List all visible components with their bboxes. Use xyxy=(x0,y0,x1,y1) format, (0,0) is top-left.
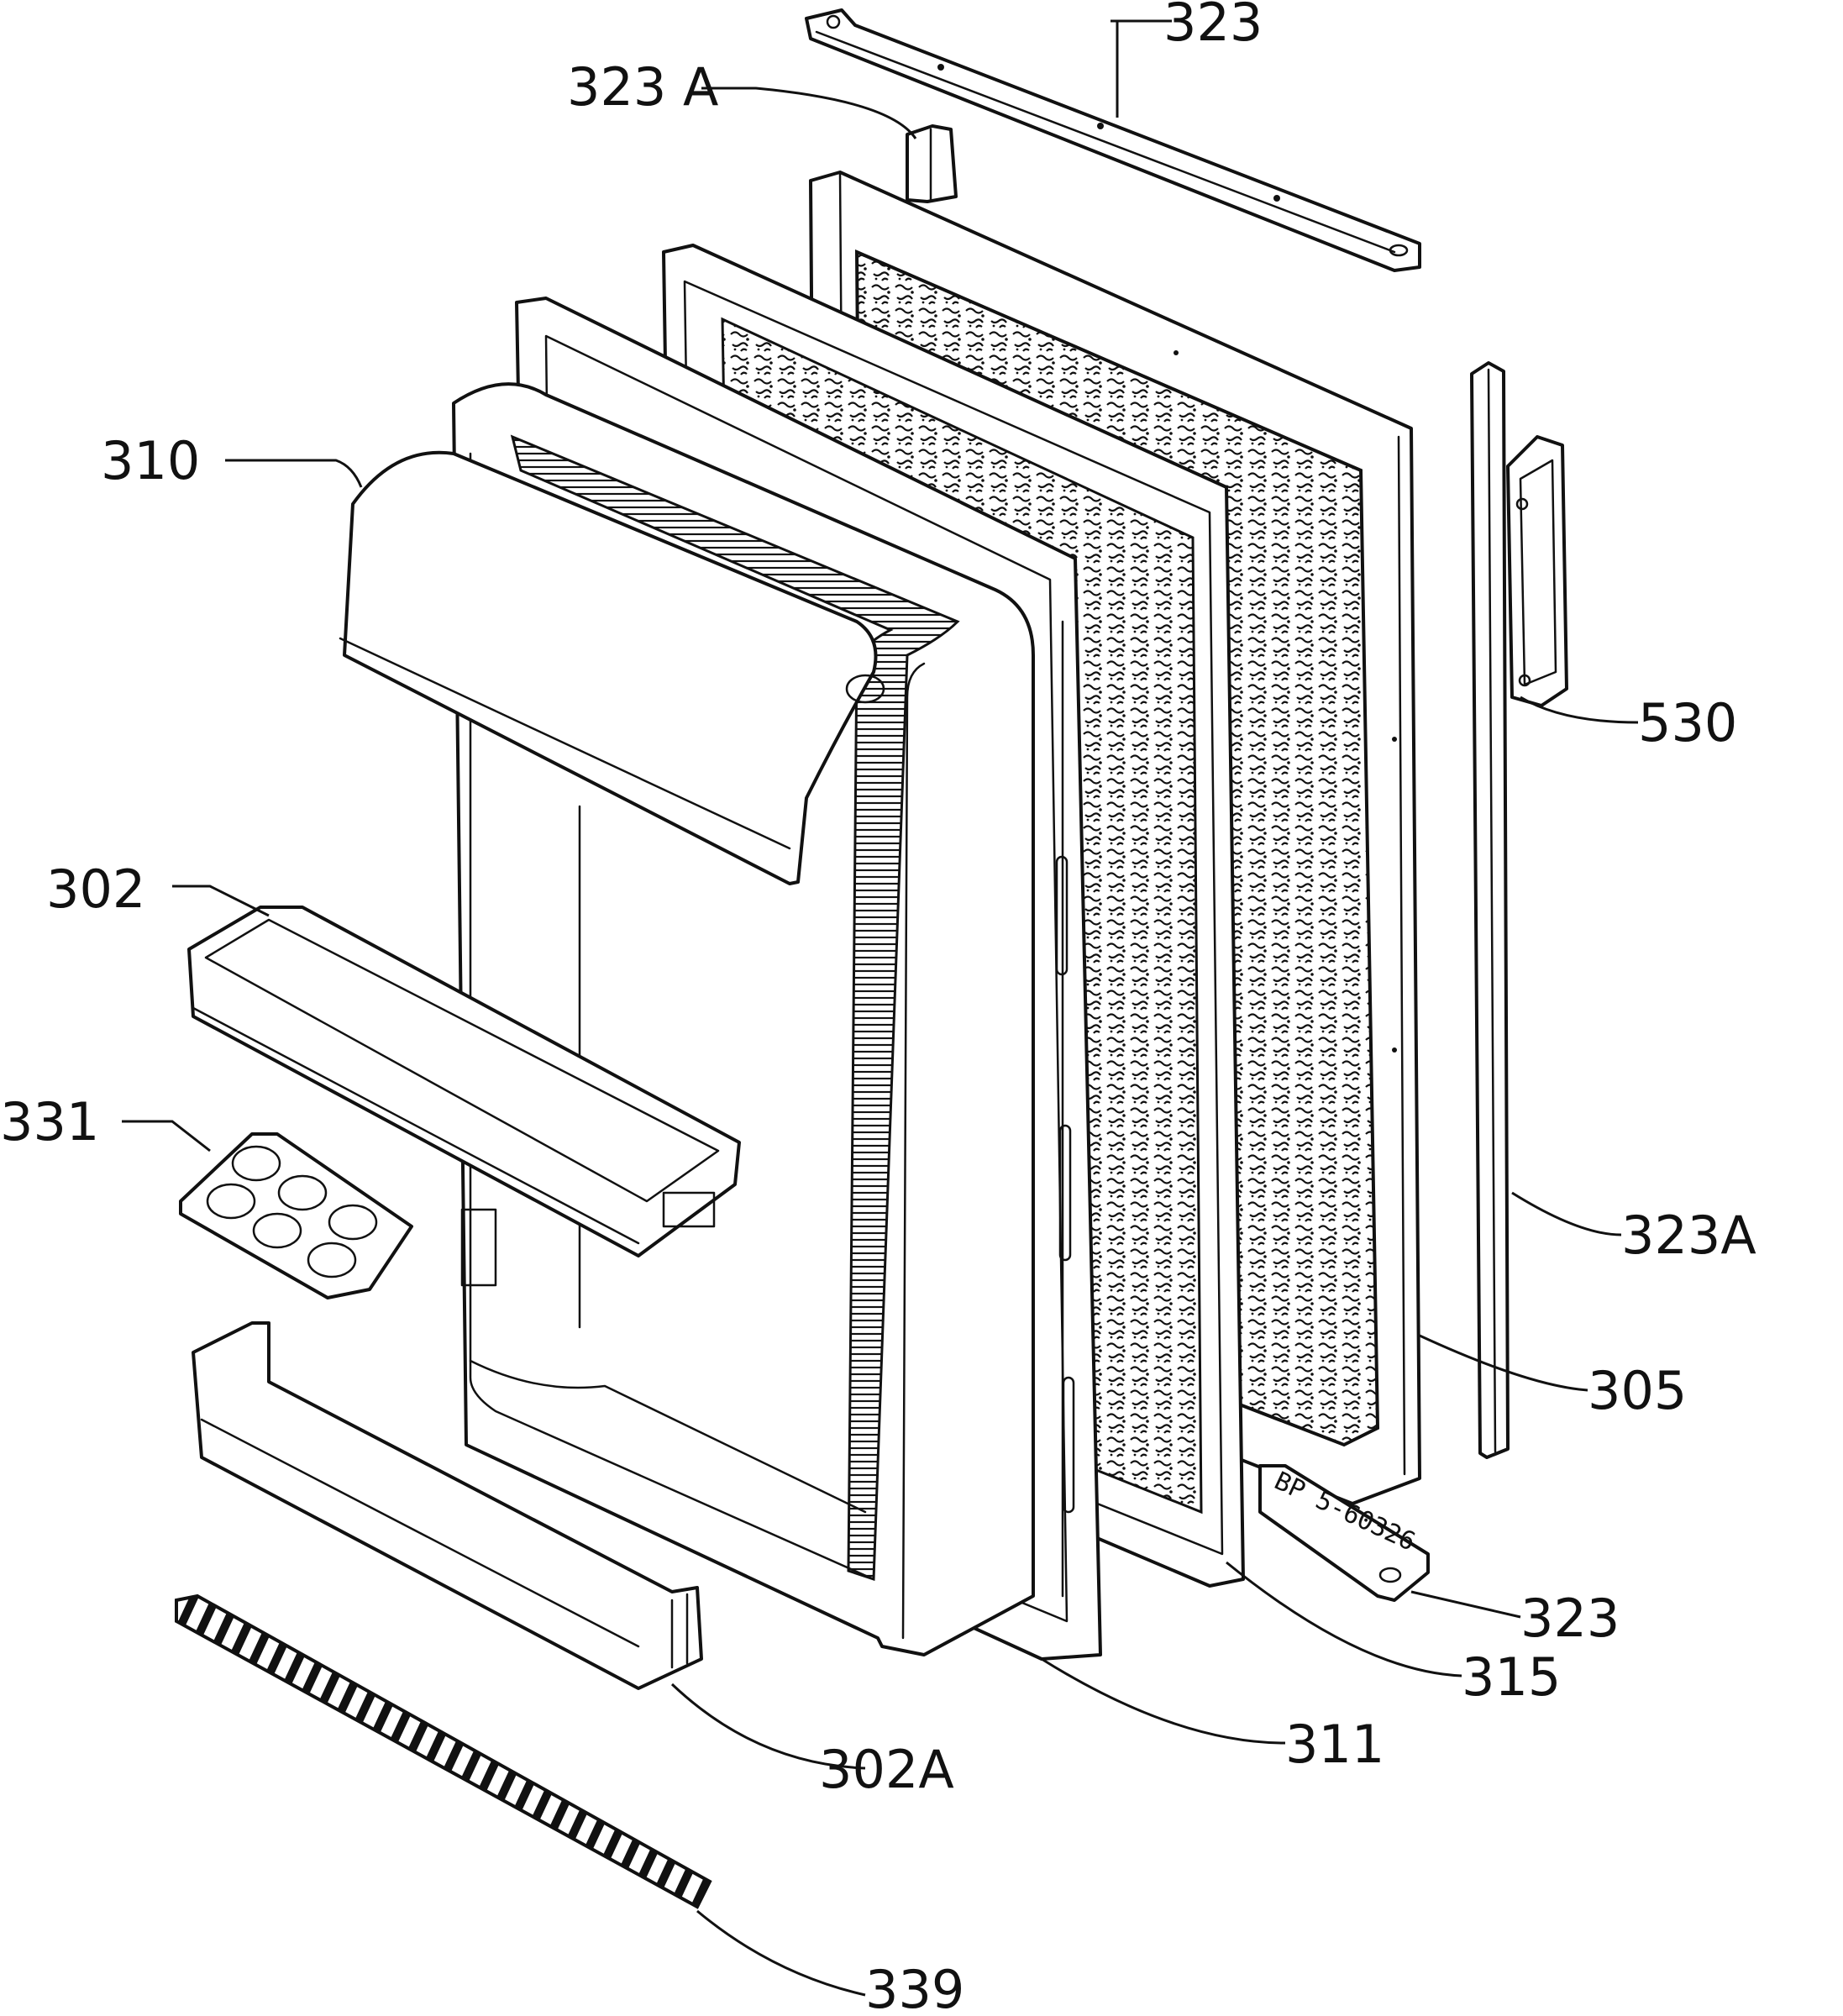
ventilation-grille xyxy=(175,1593,712,1909)
callout-530: 530 xyxy=(1638,692,1737,753)
dairy-compartment-cover xyxy=(339,450,885,885)
egg-tray xyxy=(179,1132,413,1299)
callout-323a-right: 323A xyxy=(1621,1205,1756,1266)
callout-323a-top: 323 A xyxy=(567,56,718,118)
bottle-shelf xyxy=(192,1321,703,1690)
callout-315: 315 xyxy=(1462,1646,1561,1708)
clip-part-top xyxy=(906,124,958,203)
callout-339: 339 xyxy=(865,1959,964,2016)
callout-305: 305 xyxy=(1588,1360,1687,1421)
leader-lines xyxy=(122,19,1639,1997)
door-shelf xyxy=(187,906,741,1257)
callout-331: 331 xyxy=(0,1091,99,1152)
callout-323-bottom: 323 xyxy=(1520,1588,1620,1649)
hinge-strip-top xyxy=(805,8,1421,272)
door-handle xyxy=(1506,435,1568,707)
callout-302a: 302A xyxy=(819,1739,954,1800)
callout-323-top: 323 xyxy=(1163,0,1263,53)
vertical-strip-right xyxy=(1470,361,1510,1459)
callout-311: 311 xyxy=(1285,1714,1384,1775)
callout-labels: 323 323 A 310 530 302 331 323A 305 323 3… xyxy=(0,0,1756,2016)
callout-302: 302 xyxy=(46,858,145,920)
callout-310: 310 xyxy=(101,430,200,491)
